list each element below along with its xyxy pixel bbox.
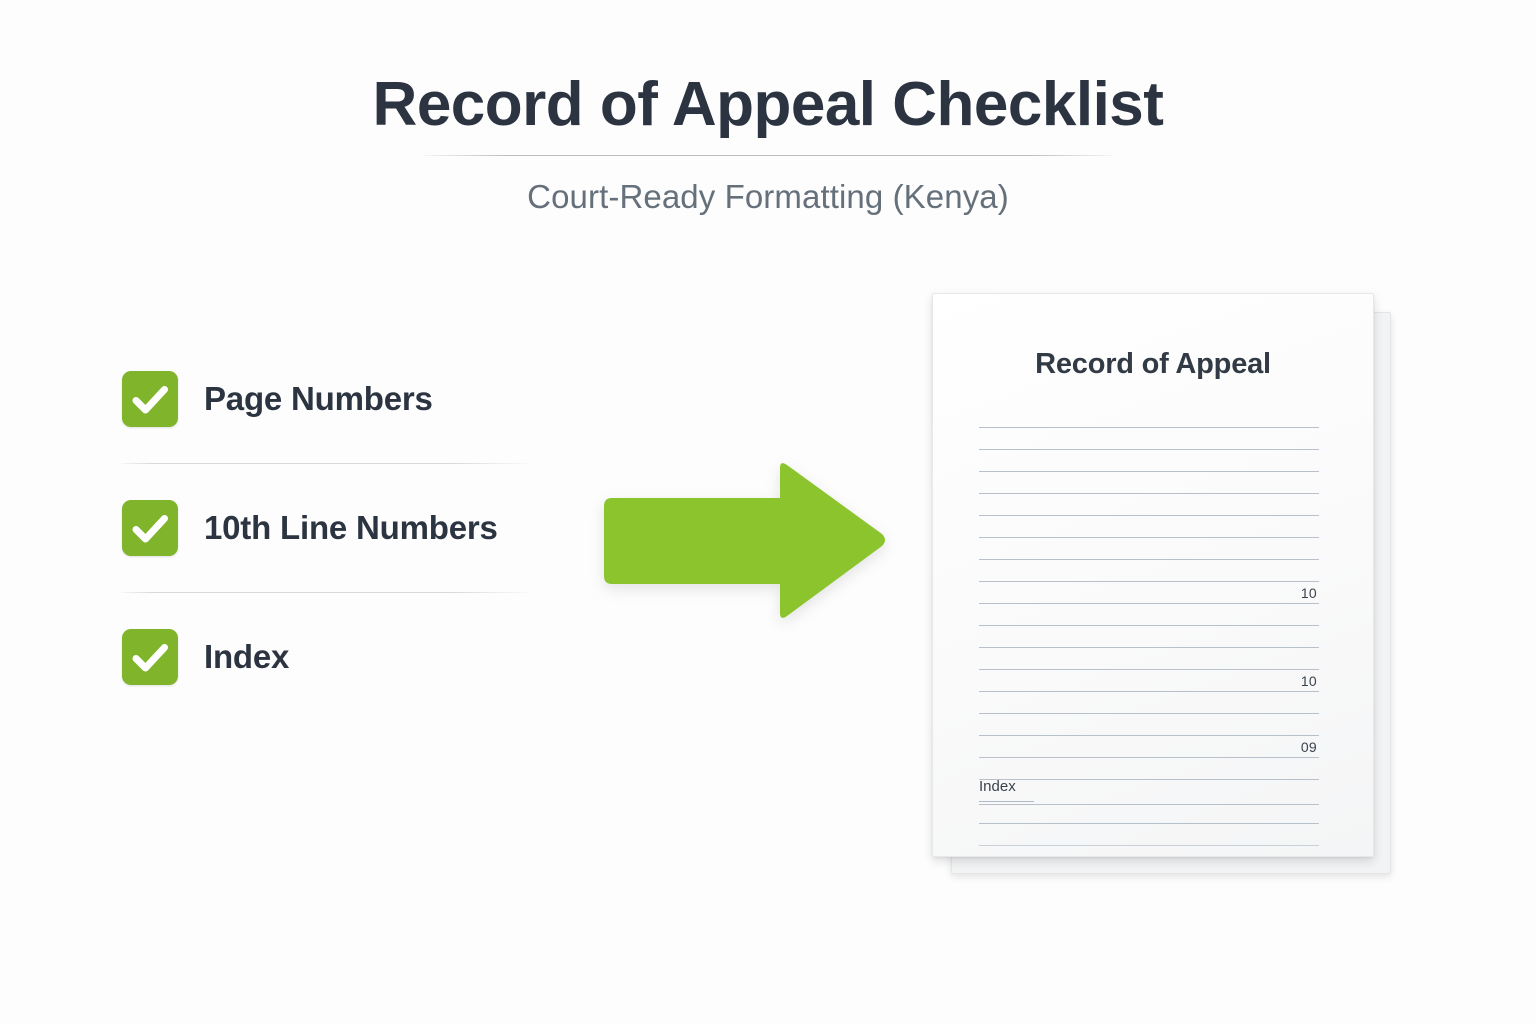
checklist-item-index[interactable]: Index (122, 618, 542, 696)
document-line-row (979, 406, 1319, 428)
document-line-row: 10 (979, 670, 1319, 692)
page-title: Record of Appeal Checklist (372, 70, 1164, 139)
document-line (979, 779, 1319, 780)
checklist-divider (122, 592, 530, 593)
document-line-row (979, 494, 1319, 516)
document-line-row (979, 516, 1319, 538)
document-line (979, 515, 1319, 516)
document-line (979, 735, 1319, 736)
header: Record of Appeal Checklist Court-Ready F… (0, 0, 1536, 216)
document-line-row (979, 824, 1319, 846)
document-line (979, 845, 1319, 846)
document-line (979, 471, 1319, 472)
document-line-row (979, 802, 1319, 824)
document-line-row (979, 692, 1319, 714)
document-line (979, 823, 1319, 824)
document-index-rule (979, 804, 1319, 805)
document-line-row (979, 428, 1319, 450)
document-line (979, 603, 1319, 604)
title-divider (423, 155, 1113, 157)
document-line (979, 691, 1319, 692)
document-line-row (979, 846, 1319, 856)
document-index-block: Index (979, 778, 1319, 805)
checklist-divider (122, 463, 530, 464)
document-page-front: Record of Appeal 10 10 09 Index (932, 293, 1374, 857)
document-line (979, 427, 1319, 428)
document-line (979, 801, 1034, 802)
document-line-row (979, 626, 1319, 648)
document-line-row (979, 450, 1319, 472)
page-subtitle: Court-Ready Formatting (Kenya) (527, 178, 1009, 216)
document-title: Record of Appeal (1035, 348, 1271, 380)
document-line-row: 10 (979, 582, 1319, 604)
document-line (979, 625, 1319, 626)
document-line (979, 449, 1319, 450)
document-line-row: 09 (979, 736, 1319, 758)
document-line-row (979, 560, 1319, 582)
document-line-row (979, 758, 1319, 780)
document-line-row (979, 714, 1319, 736)
document-line (979, 647, 1319, 648)
checklist-item-label: Index (204, 638, 290, 675)
document-line-row (979, 604, 1319, 626)
document-ruled-lines: 10 10 09 (979, 406, 1319, 856)
document-line-row (979, 780, 1319, 802)
document-line-number: 10 (1300, 673, 1317, 689)
document-line (979, 493, 1319, 494)
checkbox-checked-icon[interactable] (122, 371, 178, 427)
checkbox-checked-icon[interactable] (122, 500, 178, 556)
checklist: Page Numbers 10th Line Numbers Index (122, 360, 542, 696)
document-line (979, 669, 1319, 670)
document-index-label: Index (979, 778, 1016, 795)
document-line (979, 581, 1319, 582)
document-line (979, 537, 1319, 538)
checkbox-checked-icon[interactable] (122, 629, 178, 685)
document-line (979, 757, 1319, 758)
document-line-row (979, 538, 1319, 560)
document-line-row (979, 472, 1319, 494)
checklist-item-label: 10th Line Numbers (204, 509, 498, 546)
checklist-item-line-numbers[interactable]: 10th Line Numbers (122, 489, 542, 567)
document-line-number: 09 (1300, 739, 1317, 755)
checklist-item-page-numbers[interactable]: Page Numbers (122, 360, 542, 438)
document-line-number: 10 (1300, 585, 1317, 601)
document-line (979, 713, 1319, 714)
document-line-row (979, 648, 1319, 670)
right-arrow-icon (598, 458, 888, 624)
checklist-item-label: Page Numbers (204, 380, 433, 417)
document-line (979, 559, 1319, 560)
